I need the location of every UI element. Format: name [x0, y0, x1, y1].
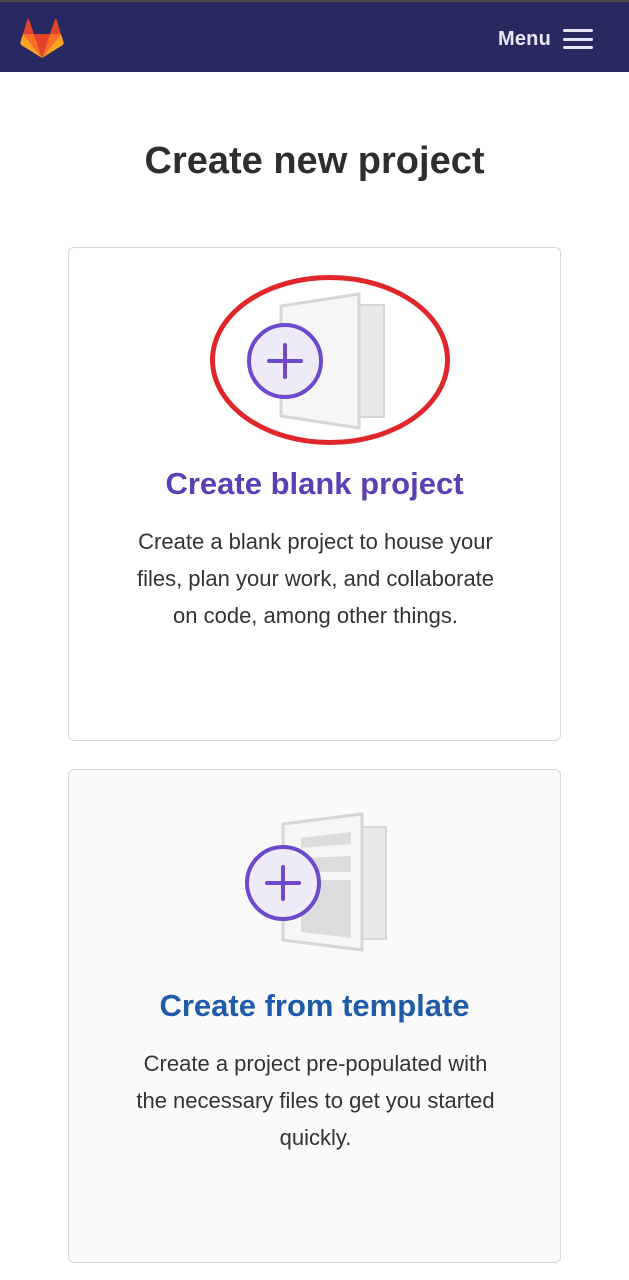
menu-button[interactable]: Menu: [498, 24, 593, 54]
page-title: Create new project: [144, 140, 485, 182]
create-from-template-title[interactable]: Create from template: [159, 988, 470, 1023]
hamburger-icon: [563, 29, 593, 49]
create-from-template-card[interactable]: Create from template Create a project pr…: [68, 769, 561, 1263]
blank-project-plus-icon: [247, 292, 385, 430]
create-blank-project-description: Create a blank project to house your fil…: [136, 529, 495, 628]
create-from-template-description: Create a project pre-populated with the …: [136, 1051, 495, 1150]
template-project-illustration: [69, 810, 560, 960]
create-blank-project-card[interactable]: Create blank project Create a blank proj…: [68, 247, 561, 741]
gitlab-logo-icon[interactable]: [20, 18, 64, 60]
top-navbar: Menu: [0, 0, 629, 72]
blank-project-illustration: [69, 288, 560, 438]
create-blank-project-title[interactable]: Create blank project: [165, 466, 464, 501]
template-project-plus-icon: [245, 812, 387, 952]
menu-label: Menu: [497, 27, 551, 50]
